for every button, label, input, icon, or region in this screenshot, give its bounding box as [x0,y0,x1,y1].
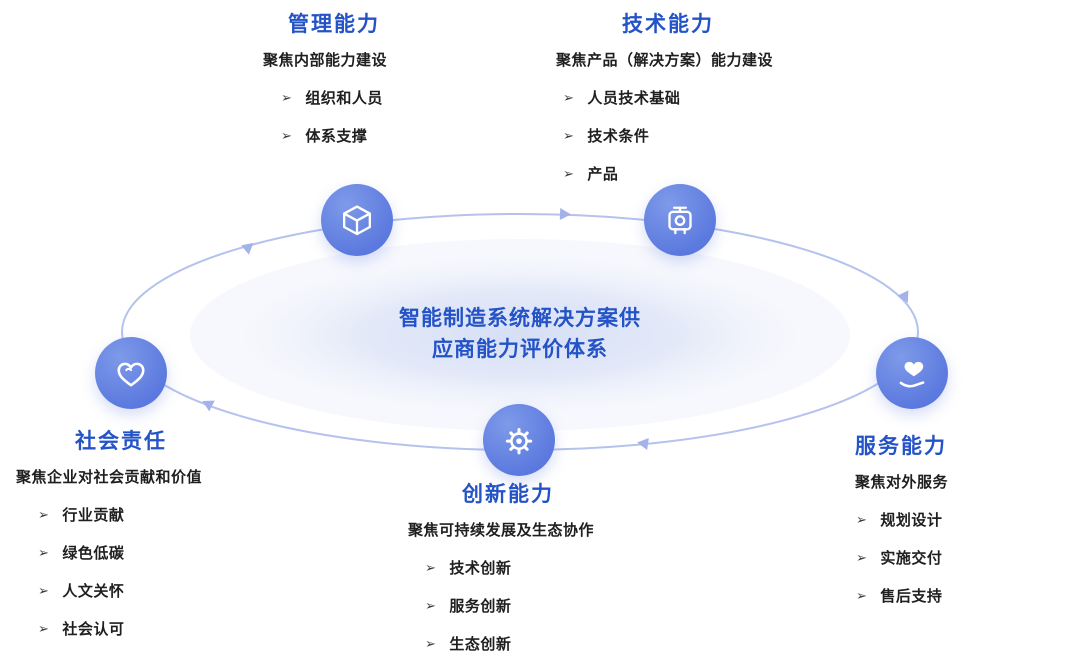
diagram-title: 智能制造系统解决方案供 应商能力评价体系 [330,303,710,365]
arrow-top-left-icon [241,242,254,255]
section-items: ➢ 组织和人员 ➢ 体系支撑 [281,87,387,146]
node-innovation [483,404,555,476]
section-social: 社会责任 聚焦企业对社会贡献和价值 ➢ 行业贡献 ➢ 绿色低碳 ➢ 人文关怀 ➢… [16,425,202,639]
section-title: 社会责任 [75,430,167,453]
arrow-bullet-icon: ➢ [425,597,437,613]
item-label: 行业贡献 [62,507,125,524]
hand-heart-icon [899,361,925,388]
gear-icon [505,427,533,455]
arrow-bullet-icon: ➢ [563,127,575,143]
heart-icon [117,362,145,387]
section-title: 创新能力 [462,483,554,506]
list-item: ➢ 实施交付 [856,547,948,568]
item-label: 体系支撑 [305,128,368,145]
item-label: 技术创新 [449,560,512,577]
halo-inner [232,255,808,415]
diagram-title-line1: 智能制造系统解决方案供 [399,307,641,330]
item-label: 生态创新 [449,636,512,653]
section-title: 服务能力 [855,435,947,458]
list-item: ➢ 技术条件 [563,125,773,146]
item-label: 服务创新 [449,598,512,615]
arrow-bullet-icon: ➢ [563,89,575,105]
node-service [876,337,948,409]
node-social [95,337,167,409]
flow-arrows [202,208,909,450]
section-items: ➢ 行业贡献 ➢ 绿色低碳 ➢ 人文关怀 ➢ 社会认可 [38,504,202,639]
list-item: ➢ 社会认可 [38,618,202,639]
list-item: ➢ 组织和人员 [281,87,387,108]
section-title: 技术能力 [622,13,714,36]
section-items: ➢ 规划设计 ➢ 实施交付 ➢ 售后支持 [856,509,948,606]
item-label: 人文关怀 [62,583,125,600]
list-item: ➢ 人员技术基础 [563,87,773,108]
list-item: ➢ 体系支撑 [281,125,387,146]
list-item: ➢ 产品 [563,163,773,184]
list-item: ➢ 行业贡献 [38,504,202,525]
section-subtitle: 聚焦企业对社会贡献和价值 [16,469,203,486]
cube-icon [343,205,371,236]
arrow-bullet-icon: ➢ [281,127,293,143]
section-technology: 技术能力 聚焦产品（解决方案）能力建设 ➢ 人员技术基础 ➢ 技术条件 ➢ 产品 [556,8,773,184]
list-item: ➢ 绿色低碳 [38,542,202,563]
arrow-bullet-icon: ➢ [856,549,868,565]
section-items: ➢ 技术创新 ➢ 服务创新 ➢ 生态创新 [425,557,594,654]
arrow-bullet-icon: ➢ [425,635,437,651]
section-subtitle: 聚焦内部能力建设 [263,52,388,69]
arrow-bullet-icon: ➢ [563,165,575,181]
section-subtitle: 聚焦可持续发展及生态协作 [408,522,595,539]
arrow-bottom-left-icon [202,400,215,412]
section-innovation: 创新能力 聚焦可持续发展及生态协作 ➢ 技术创新 ➢ 服务创新 ➢ 生态创新 [408,478,594,654]
list-item: ➢ 规划设计 [856,509,948,530]
list-item: ➢ 服务创新 [425,595,594,616]
item-label: 组织和人员 [305,90,383,107]
machine-icon [668,206,692,235]
item-label: 售后支持 [880,588,943,605]
arrow-bottom-right-icon [637,438,649,450]
section-subtitle: 聚焦对外服务 [855,474,949,491]
list-item: ➢ 技术创新 [425,557,594,578]
arrow-bullet-icon: ➢ [38,582,50,598]
list-item: ➢ 生态创新 [425,633,594,654]
section-title: 管理能力 [288,13,380,36]
arrow-bullet-icon: ➢ [281,89,293,105]
section-management: 管理能力 聚焦内部能力建设 ➢ 组织和人员 ➢ 体系支撑 [263,8,387,146]
item-label: 技术条件 [587,128,650,145]
node-management [321,184,393,256]
diagram-title-line2: 应商能力评价体系 [432,338,608,361]
section-subtitle: 聚焦产品（解决方案）能力建设 [556,52,774,69]
item-label: 人员技术基础 [587,90,681,107]
item-label: 实施交付 [880,550,943,567]
arrow-bullet-icon: ➢ [38,544,50,560]
list-item: ➢ 人文关怀 [38,580,202,601]
arrow-bullet-icon: ➢ [425,559,437,575]
arrow-bullet-icon: ➢ [38,506,50,522]
arrow-bullet-icon: ➢ [856,587,868,603]
item-label: 规划设计 [880,512,943,529]
arrow-bullet-icon: ➢ [856,511,868,527]
item-label: 绿色低碳 [62,545,125,562]
arrow-right-icon [897,290,909,303]
item-label: 社会认可 [62,621,125,638]
list-item: ➢ 售后支持 [856,585,948,606]
arrow-bullet-icon: ➢ [38,620,50,636]
item-label: 产品 [587,166,619,183]
section-items: ➢ 人员技术基础 ➢ 技术条件 ➢ 产品 [563,87,773,184]
arrow-top-icon [559,208,571,220]
node-technology [644,184,716,256]
section-service: 服务能力 聚焦对外服务 ➢ 规划设计 ➢ 实施交付 ➢ 售后支持 [855,430,948,606]
